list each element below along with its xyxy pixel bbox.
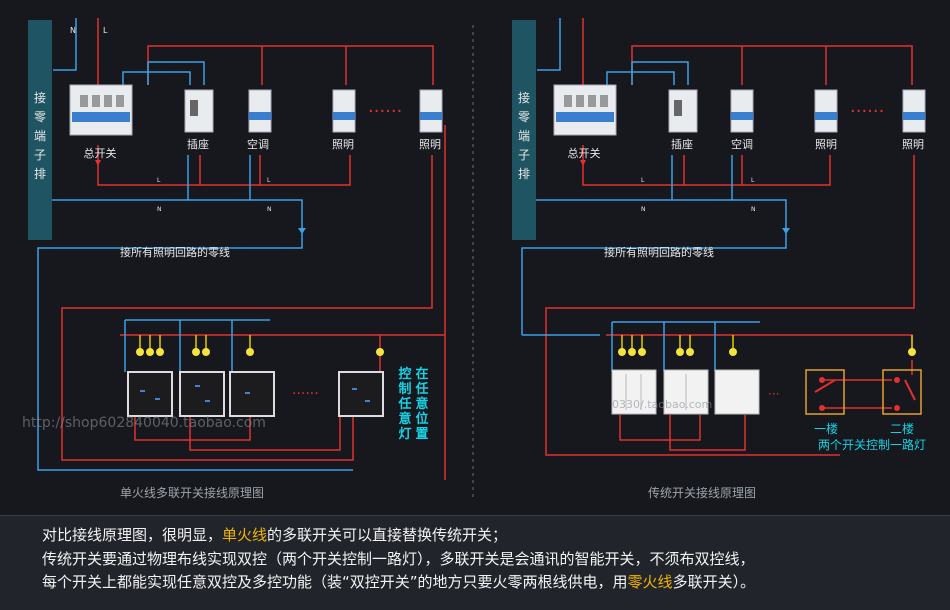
svg-text:···: ··· [768, 387, 779, 401]
busbar-label: 接 零 端 子 排 [34, 90, 46, 181]
bulbs [136, 348, 384, 356]
smart-switches [127, 371, 384, 417]
side-note-char: 位 [415, 411, 428, 427]
lighting-breaker-1 [332, 89, 356, 133]
footer-line-3: 每个开关上都能实现任意双控及多控功能（装“双控开关”的地方只要火零两根线供电，用… [42, 573, 756, 591]
svg-text:零: 零 [34, 110, 46, 124]
neutral-note-right: 接所有照明回路的零线 [604, 245, 714, 259]
l-wire-label: L [103, 26, 108, 35]
socket-breaker-right [668, 89, 698, 133]
main-breaker-right [553, 84, 617, 136]
floor1-label: 一楼 [814, 421, 838, 436]
busbar-label-right: 接 零 端 子 排 [518, 90, 530, 181]
svg-text:······: ······ [850, 101, 884, 122]
left-watermark: http://shop602840040.taobao.com [22, 415, 266, 431]
svg-text:端: 端 [518, 129, 530, 143]
footer-line-2: 传统开关要通过物理布线实现双控（两个开关控制一路灯），多联开关是会通讯的智能开关… [42, 549, 755, 568]
neutral-note: 接所有照明回路的零线 [120, 245, 230, 259]
svg-text:N: N [641, 206, 646, 213]
side-note-char: 制 [398, 381, 411, 397]
socket-label-right: 插座 [671, 137, 693, 151]
side-note-char: 在 [415, 366, 428, 382]
bulbs-right [618, 348, 916, 356]
svg-text:零: 零 [518, 110, 530, 124]
right-panel: 接 零 端 子 排 [512, 18, 926, 500]
ac-label: 空调 [247, 137, 269, 151]
lighting-breaker-right-1 [814, 89, 838, 133]
breaker-ellipsis: ······ [368, 101, 402, 122]
explanation-footer: 对比接线原理图，很明显，单火线的多联开关可以直接替换传统开关； 传统开关要通过物… [0, 515, 950, 610]
lighting-label-2: 照明 [419, 138, 441, 151]
side-note-char: 灯 [398, 426, 411, 442]
two-way-switch-floor2 [882, 369, 922, 415]
side-note: 在任意位置 控制任意灯 [397, 366, 428, 442]
live-output-bus [97, 145, 351, 186]
svg-text:L: L [157, 177, 161, 184]
svg-text:L: L [641, 177, 645, 184]
svg-text:接: 接 [518, 90, 530, 105]
ac-label-right: 空调 [731, 137, 753, 151]
side-note-char: 置 [415, 427, 428, 442]
main-switch-label: 总开关 [84, 146, 117, 160]
svg-text:N: N [751, 206, 756, 213]
svg-text:L: L [751, 177, 755, 184]
side-note-char: 任 [414, 381, 428, 397]
neutral-busbar [28, 20, 52, 240]
svg-text:子: 子 [518, 148, 530, 162]
side-note-char: 任 [397, 396, 411, 412]
neutral-top-bus [147, 61, 205, 85]
lighting-label-right-1: 照明 [815, 138, 837, 151]
neutral-busbar-right [512, 20, 536, 240]
svg-text:排: 排 [518, 167, 530, 181]
svg-text:接: 接 [34, 90, 46, 105]
right-caption: 传统开关接线原理图 [648, 485, 756, 500]
left-caption: 单火线多联开关接线原理图 [120, 485, 264, 500]
lighting-label-right-2: 照明 [902, 138, 924, 151]
wiring-diagram: 接 零 端 子 排 N L [22, 18, 926, 500]
n-wire-label: N [70, 26, 76, 35]
svg-text:L: L [267, 177, 271, 184]
two-way-note: 两个开关控制一路灯 [818, 437, 926, 452]
switch-ellipsis: ······ [292, 386, 319, 402]
ac-breaker [248, 89, 272, 133]
neutral-output-bus [52, 199, 303, 232]
footer-line-1: 对比接线原理图，很明显，单火线的多联开关可以直接替换传统开关； [42, 526, 508, 544]
lighting-breaker-2 [419, 89, 443, 133]
lighting-breaker-right-2 [902, 89, 926, 133]
two-way-switch-floor1 [805, 369, 845, 415]
live-neutral-highlight: 零火线 [627, 573, 673, 591]
traditional-switches [611, 369, 760, 415]
svg-text:排: 排 [34, 167, 46, 181]
svg-text:N: N [157, 206, 162, 213]
svg-text:子: 子 [34, 148, 46, 162]
neutral-branch-1 [122, 71, 191, 85]
right-watermark: 0330/.taobao.com [612, 398, 712, 411]
svg-text:N: N [267, 206, 272, 213]
side-note-char: 意 [415, 396, 428, 412]
main-switch-label-right: 总开关 [568, 146, 601, 160]
svg-text:在任意位置: 在任意位置 [414, 366, 428, 442]
incoming-neutral-wire [53, 18, 77, 71]
side-note-char: 控 [398, 366, 411, 382]
svg-text:控制任意灯: 控制任意灯 [397, 366, 411, 442]
socket-label: 插座 [187, 137, 209, 151]
neutral-return [37, 232, 353, 471]
socket-breaker [184, 89, 214, 133]
ac-breaker-right [730, 89, 754, 133]
lighting-label-1: 照明 [332, 138, 354, 151]
single-live-highlight: 单火线 [222, 526, 268, 544]
live-lighting-feed [61, 155, 433, 461]
svg-text:端: 端 [34, 129, 46, 143]
left-panel: 接 零 端 子 排 N L [22, 18, 446, 500]
main-breaker [69, 84, 133, 136]
floor2-label: 二楼 [890, 421, 914, 436]
side-note-char: 意 [398, 411, 411, 427]
